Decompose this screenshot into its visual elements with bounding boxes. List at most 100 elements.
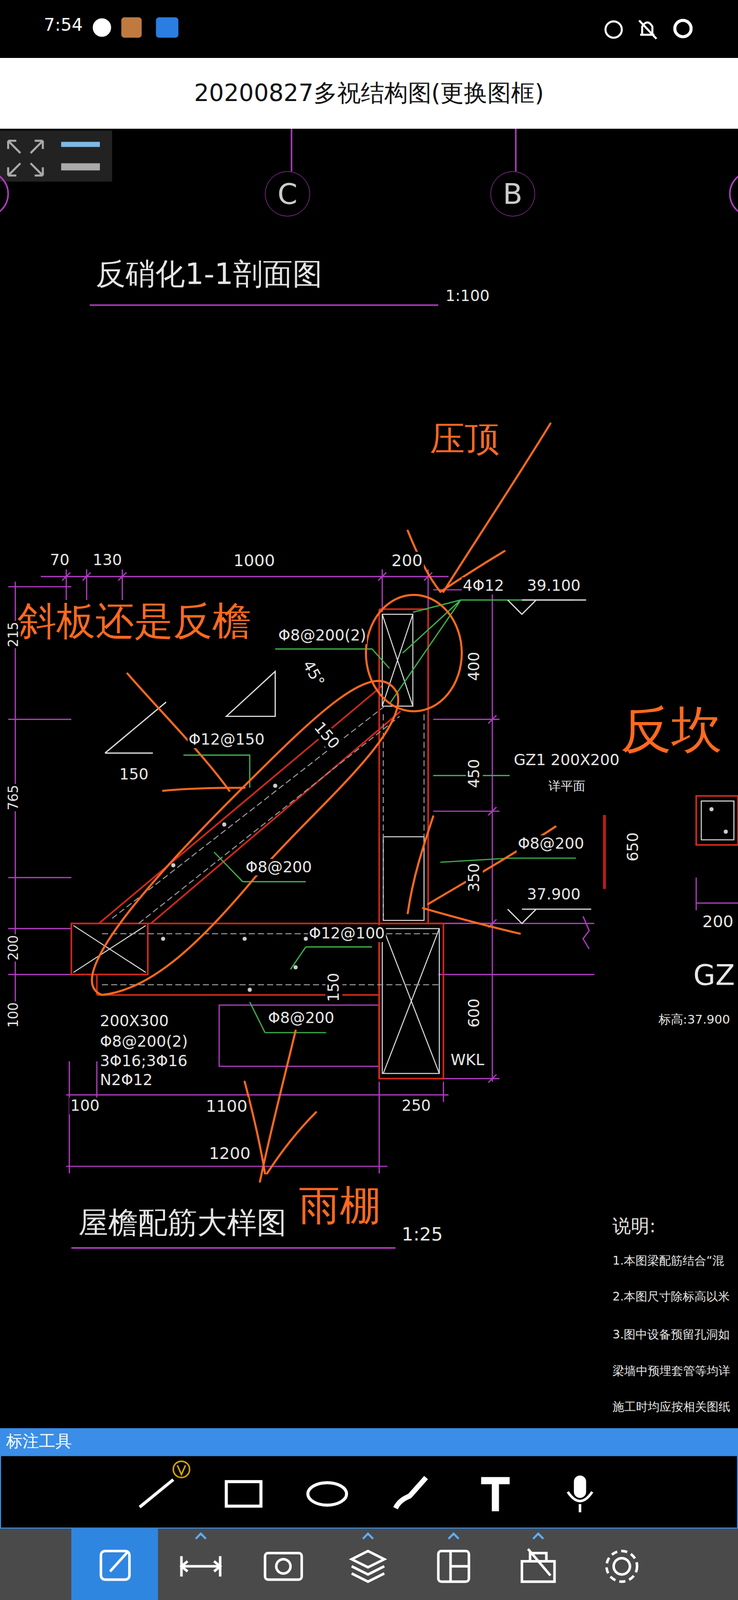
rebar — [112, 703, 400, 924]
hand-note: 压顶 — [428, 419, 501, 458]
bottom-nav — [606, 1549, 638, 1581]
status-icons — [674, 20, 692, 37]
column-callout: GZ1 200X200 — [512, 751, 621, 769]
bottom-nav — [0, 1527, 738, 1599]
detail-title: 屋檐配筋大样图 — [77, 1205, 288, 1239]
dimension: 130 — [91, 551, 123, 569]
leader-lines — [183, 599, 577, 1033]
app-header-text: 20200827多祝结构图(更换图框) — [194, 80, 544, 107]
dimension: 200 — [6, 933, 21, 961]
beam-callout: 3Φ16;3Φ16 — [98, 1052, 189, 1070]
dimension: 650 — [624, 830, 642, 863]
view-toggle — [60, 141, 100, 148]
tool-bar — [0, 1453, 738, 1528]
notes-line: 梁墙中预埋套管等均详 — [611, 1363, 732, 1377]
rebar-callout: Φ12@100 — [308, 924, 386, 942]
section-title: 反硝化1-1剖面图 — [94, 257, 324, 291]
dimension-lines — [62, 571, 433, 581]
beam-callout: N2Φ12 — [98, 1071, 154, 1089]
rebar-dots — [709, 806, 714, 811]
elevation: 37.900 — [525, 885, 582, 903]
status-icons — [121, 17, 142, 38]
tool-bar — [308, 1481, 347, 1505]
status-icons — [605, 21, 622, 38]
leader-lines — [183, 754, 250, 788]
rebar-callout: Φ12@150 — [187, 730, 266, 748]
dimension: 70 — [48, 551, 71, 569]
status-icons — [93, 17, 692, 39]
section-boxes — [701, 800, 734, 840]
dimension-lines — [488, 585, 497, 1082]
bottom-nav — [438, 1549, 469, 1581]
dimension: 1200 — [208, 1143, 252, 1162]
grid-axis-circle-text: C — [277, 177, 298, 210]
dimension: 350 — [465, 861, 483, 893]
section-boxes — [382, 928, 440, 1074]
grid-lines — [71, 304, 439, 1248]
rebar-dots — [723, 829, 728, 834]
beam-callout: Φ8@200(2) — [98, 1032, 189, 1050]
view-toggle — [60, 162, 100, 171]
tool-bar — [567, 1490, 593, 1512]
hand-annotation — [407, 815, 556, 934]
dimension: 200 — [390, 551, 424, 570]
rebar-dots — [273, 783, 278, 788]
grid-lines — [291, 128, 517, 172]
rebar-dots — [303, 936, 309, 941]
grid-axis-circle-text: B — [502, 177, 523, 210]
grid-axis-circle: C — [264, 171, 311, 217]
section-boxes — [73, 925, 146, 973]
bottom-nav — [351, 1549, 385, 1581]
dimension: 100 — [6, 1000, 21, 1029]
dimension: 450 — [465, 757, 483, 789]
dimension-lines — [695, 876, 738, 910]
notes-line: 3.图中设备预留孔洞如 — [611, 1327, 731, 1341]
tool-bar — [177, 1464, 186, 1474]
tool-bar — [395, 1476, 427, 1508]
notes-line: 1.本图梁配筋结合“混 — [611, 1253, 726, 1267]
dimension: 600 — [465, 996, 483, 1029]
tool-band: 标注工具 — [0, 1427, 738, 1454]
elevation: 标高:37.900 — [657, 1012, 732, 1026]
dimension-lines — [438, 915, 594, 974]
rebar-dots — [160, 743, 728, 992]
rebar-callout: Φ8@200 — [244, 858, 313, 876]
rebar-dots — [222, 822, 227, 827]
structure-outline — [71, 923, 148, 974]
bottom-nav — [71, 1527, 158, 1599]
rebar-dots — [242, 936, 247, 941]
dimension: 215 — [6, 620, 21, 648]
dimension: 250 — [400, 1096, 433, 1114]
bottom-nav — [100, 1532, 638, 1582]
rebar — [101, 703, 439, 984]
bottom-nav — [100, 1549, 130, 1579]
dimension: 400 — [465, 650, 483, 682]
structure-outline — [71, 608, 738, 1078]
elevation-marks — [507, 908, 591, 924]
scale-note: 1:100 — [444, 287, 491, 305]
rebar-callout: 4Φ12 — [461, 577, 505, 594]
hand-annotation — [91, 680, 399, 995]
grid-axis-circle: B — [490, 171, 536, 217]
grid-lines — [729, 171, 738, 217]
tool-band-text: 标注工具 — [6, 1431, 72, 1450]
grid-lines — [0, 171, 9, 217]
elevation-marks — [226, 670, 276, 716]
hand-annotation — [602, 815, 606, 888]
rebar-callout: Φ8@200 — [267, 1009, 336, 1027]
dimension: 150 — [325, 971, 343, 1003]
dimension: 1100 — [205, 1096, 249, 1115]
bottom-nav — [264, 1551, 302, 1579]
status-icons — [639, 20, 657, 39]
beam-callout: 200X300 — [98, 1012, 170, 1030]
elevation: 39.100 — [525, 577, 582, 594]
hand-annotation — [244, 1030, 316, 1181]
leader-lines — [275, 648, 390, 669]
beam-name: WKL — [449, 1051, 486, 1069]
bottom-nav — [613, 1556, 630, 1574]
tool-bar — [574, 1474, 587, 1498]
hand-annotation — [91, 423, 605, 1181]
tool-bar — [226, 1480, 262, 1506]
